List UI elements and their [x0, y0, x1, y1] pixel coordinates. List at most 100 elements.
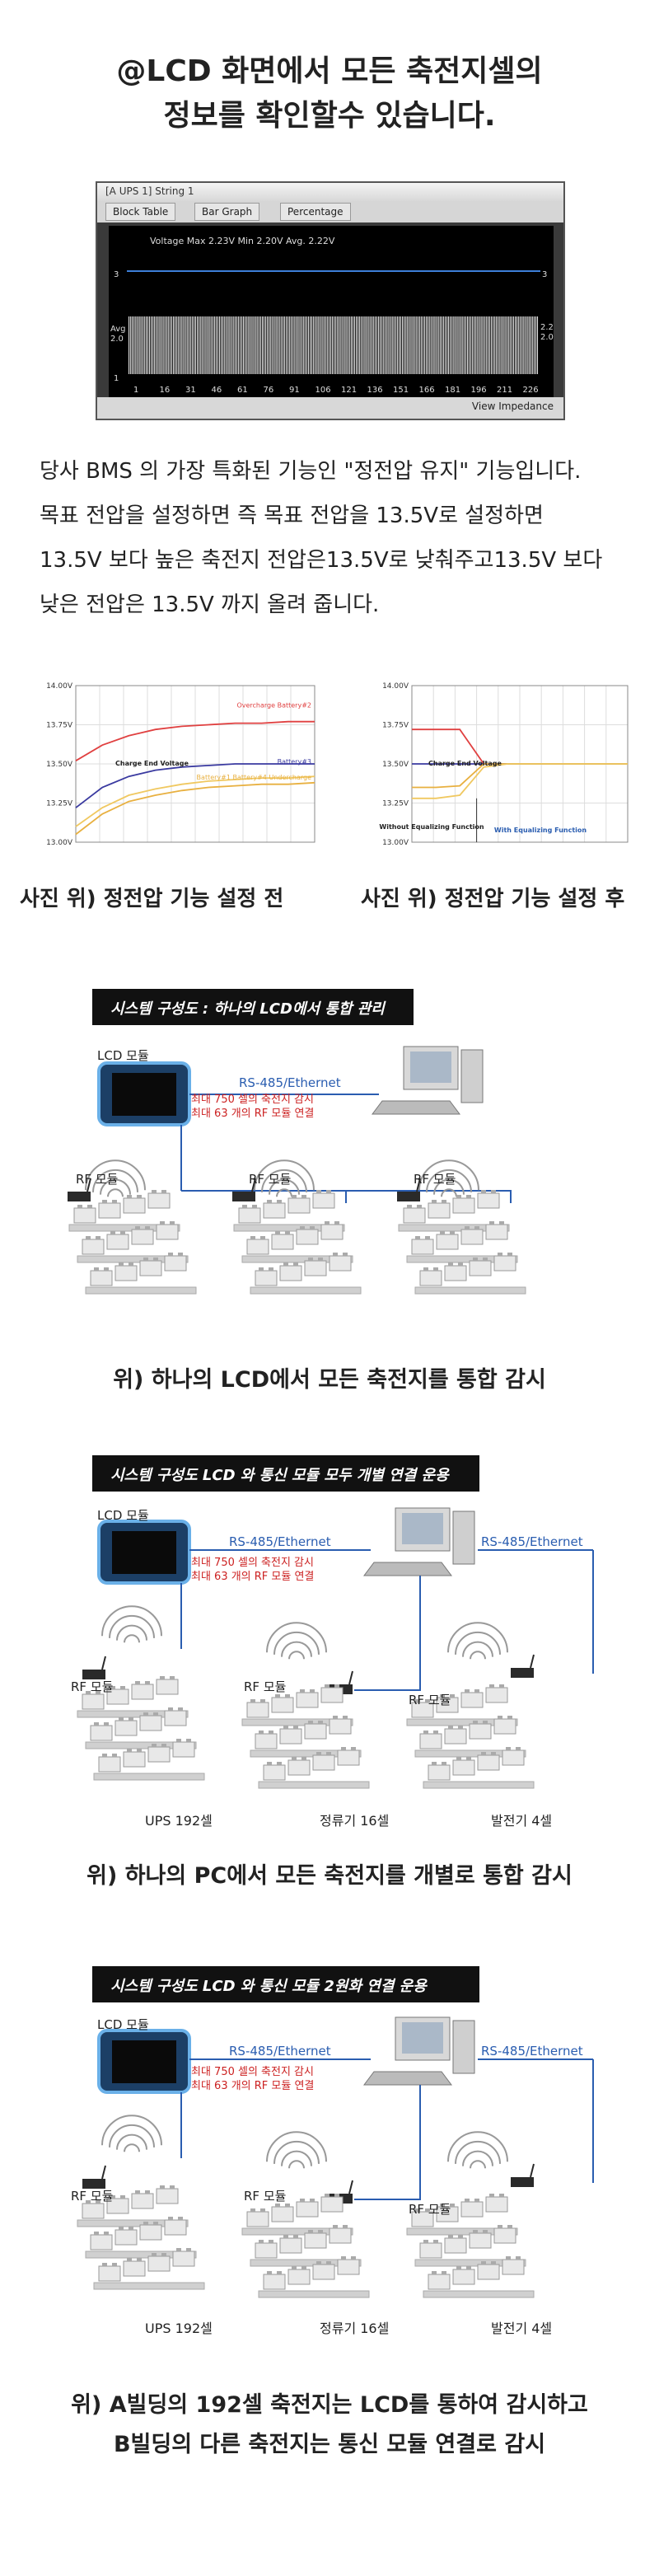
lcd-bar	[484, 316, 485, 374]
lcd-bar	[306, 316, 307, 374]
lcd-x-tick: 1	[133, 386, 138, 395]
battery-cell-icon	[485, 2196, 508, 2213]
paragraph-line: 낮은 전압은 13.5V 까지 올려 줍니다.	[40, 592, 380, 617]
tab-bar-graph[interactable]: Bar Graph	[194, 203, 260, 221]
battery-cell-icon	[246, 1702, 269, 1718]
battery-terminal-icon	[135, 2190, 140, 2194]
lcd-bar	[359, 316, 361, 374]
wifi-signal-icon	[462, 1641, 493, 1657]
battery-cell-icon	[304, 1723, 327, 1740]
diagram2-link-label-right: RS-485/Ethernet	[481, 1534, 583, 1549]
chart-series-line	[412, 763, 628, 799]
battery-terminal-icon	[308, 1721, 313, 1724]
lcd-bar	[299, 316, 301, 374]
lcd-bar	[226, 316, 227, 374]
lcd-bar	[402, 316, 404, 374]
rf-antenna-icon	[86, 1178, 91, 1192]
battery-terminal-icon	[499, 1221, 504, 1225]
lcd-tabs: Block Table Bar Graph Percentage	[97, 201, 563, 222]
battery-cell-icon	[172, 1741, 195, 1758]
battery-terminal-icon	[178, 1707, 183, 1711]
battery-terminal-icon	[86, 1236, 91, 1239]
diagram3-rf-label-2: RF 모듈	[244, 2189, 287, 2204]
lcd-bar	[448, 316, 450, 374]
battery-terminal-icon	[341, 1747, 346, 1750]
lcd-module-screen-icon	[112, 1531, 176, 1574]
chart-annotation: With Equalizing Function	[494, 827, 587, 834]
lcd-bar	[169, 316, 171, 374]
battery-terminal-icon	[112, 1200, 117, 1203]
rf-antenna-icon	[251, 1178, 256, 1192]
battery-terminal-icon	[160, 1221, 165, 1225]
battery-terminal-icon	[250, 1236, 255, 1239]
lcd-x-tick: 91	[289, 386, 300, 395]
rf-antenna-icon	[348, 2180, 353, 2194]
battery-cell-icon	[419, 1270, 442, 1286]
diagram1-lcd-label: LCD 모듈	[97, 1048, 149, 1063]
lcd-bar	[424, 316, 426, 374]
battery-cell-icon	[82, 2203, 105, 2219]
battery-cell-icon	[90, 1725, 113, 1741]
lcd-bar	[140, 316, 142, 374]
lcd-bar	[450, 316, 451, 374]
battery-terminal-icon	[506, 1747, 511, 1750]
view-impedance-button[interactable]: View Impedance	[471, 400, 554, 412]
lcd-bar	[325, 316, 326, 374]
battery-terminal-icon	[481, 1752, 486, 1755]
lcd-bar	[501, 316, 502, 374]
rf-module-icon	[511, 1668, 534, 1678]
lcd-bar	[523, 316, 525, 374]
lcd-bar	[364, 316, 366, 374]
battery-terminal-icon	[127, 1195, 132, 1198]
tab-percentage[interactable]: Percentage	[280, 203, 351, 221]
battery-cell-icon	[493, 2227, 516, 2244]
lcd-bar	[296, 316, 297, 374]
battery-cell-icon	[156, 1224, 179, 1240]
lcd-bar	[307, 316, 310, 374]
lcd-bar	[344, 316, 345, 374]
wifi-signal-icon	[433, 1178, 465, 1195]
battery-terminal-icon	[499, 2194, 504, 2197]
battery-terminal-icon	[120, 2195, 125, 2199]
lcd-bar	[376, 316, 378, 374]
battery-terminal-icon	[450, 2204, 455, 2207]
wifi-signal-icon	[101, 1605, 162, 1637]
chart-series-line	[75, 720, 315, 761]
battery-terminal-icon	[334, 1221, 339, 1225]
battery-cell-icon	[485, 1224, 508, 1240]
lcd-bar	[159, 316, 161, 374]
lcd-bar	[132, 316, 133, 374]
lcd-bar	[388, 316, 390, 374]
battery-terminal-icon	[119, 1262, 124, 1266]
lcd-bar	[526, 316, 528, 374]
battery-cell-icon	[172, 2250, 195, 2267]
diagram2-rf-label-1: RF 모듈	[71, 1679, 114, 1694]
lcd-bar	[208, 316, 210, 374]
lcd-bar	[261, 316, 264, 374]
lcd-bar	[143, 316, 145, 374]
battery-terminal-icon	[168, 2217, 173, 2220]
lcd-bar	[488, 316, 490, 374]
battery-terminal-icon	[318, 1258, 323, 1261]
lcd-bar	[278, 316, 280, 374]
diagram3-link-label-left: RS-485/Ethernet	[229, 2044, 331, 2058]
tab-block-table[interactable]: Block Table	[105, 203, 176, 221]
lcd-bar	[463, 316, 465, 374]
pc-tower-icon	[452, 2020, 475, 2074]
lcd-bar	[415, 316, 417, 374]
battery-terminal-icon	[440, 1694, 445, 1698]
chart-y-tick: 13.00V	[382, 839, 409, 847]
battery-cell-icon	[271, 1697, 294, 1713]
battery-terminal-icon	[129, 1262, 133, 1266]
battery-terminal-icon	[161, 1744, 166, 1747]
battery-terminal-icon	[300, 2199, 305, 2202]
pc-screen-icon	[402, 1513, 443, 1544]
lcd-x-tick: 121	[341, 386, 357, 395]
battery-cell-icon	[411, 2211, 434, 2227]
battery-cell-icon	[320, 1224, 344, 1240]
lcd-bar	[152, 316, 154, 374]
battery-terminal-icon	[310, 1226, 315, 1229]
battery-terminal-icon	[77, 1205, 82, 1208]
